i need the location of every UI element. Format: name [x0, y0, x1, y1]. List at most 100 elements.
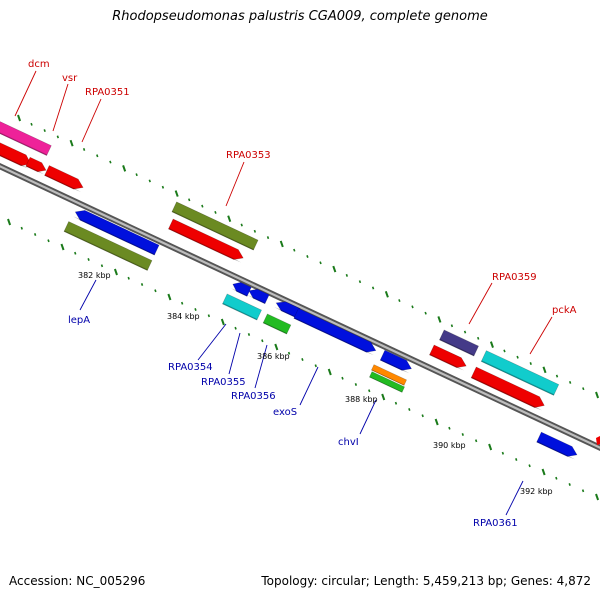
outer-tick [371, 286, 375, 290]
scale-label-392: 392 kbp [520, 487, 553, 496]
feature-small-blue-a [230, 282, 252, 297]
inner-tick [488, 443, 493, 451]
feature-rpa0361-edge [536, 431, 578, 457]
leader-rpa0355 [228, 332, 241, 375]
gene-label-rpa0359[interactable]: RPA0359 [492, 272, 537, 283]
feature-lepa-blue-shade [73, 216, 155, 256]
feature-rpa0361 [536, 431, 578, 460]
inner-tick [354, 383, 358, 386]
inner-tick [7, 218, 12, 226]
feature-chvi-green-body [369, 371, 405, 393]
outer-tick [450, 324, 454, 328]
map-title: Rhodopseudomonas palustris CGA009, compl… [112, 9, 488, 24]
outer-tick [109, 160, 112, 164]
feature-rpa0351-shade [44, 174, 82, 192]
feature-rpa0359-edge [429, 344, 467, 368]
gene-label-rpa0354[interactable]: RPA0354 [168, 362, 213, 373]
leader-rpa0351 [81, 98, 102, 143]
inner-tick [434, 418, 439, 426]
gene-features [0, 118, 600, 460]
outer-tick [411, 305, 414, 309]
feature-pcka-shade [471, 376, 543, 411]
inner-tick [247, 333, 251, 336]
outer-tick [96, 154, 99, 158]
gene-label-rpa0351[interactable]: RPA0351 [85, 87, 130, 98]
inner-tick [368, 389, 371, 393]
feature-rpa0353-olive-body [171, 201, 259, 251]
scale-label-384: 384 kbp [167, 312, 200, 321]
inner-tick [180, 301, 184, 305]
feature-exos [293, 307, 377, 356]
feature-rpa0359-shade [429, 353, 465, 371]
outer-tick [529, 362, 532, 365]
label-leader-lines [14, 70, 553, 516]
feature-rpa0354 [222, 293, 262, 321]
gene-label-rpa0353[interactable]: RPA0353 [226, 150, 271, 161]
feature-rpa0351-edge [44, 165, 84, 190]
outer-tick [43, 129, 46, 133]
feature-exos-edge [293, 307, 377, 353]
inner-tick [568, 483, 571, 486]
inner-tick [394, 401, 398, 405]
inner-tick [234, 326, 237, 330]
leader-rpa0354 [197, 323, 227, 361]
leader-lepa [79, 279, 97, 311]
inner-tick [408, 408, 411, 411]
inner-tick [595, 493, 600, 501]
inner-tick [127, 276, 130, 280]
gene-label-chvi[interactable]: chvI [338, 437, 359, 448]
outer-tick [398, 299, 401, 303]
gene-label-dcm[interactable]: dcm [28, 59, 50, 70]
feature-rpa0353-olive-shade [171, 210, 254, 251]
feature-rpa0353 [168, 218, 244, 263]
feature-rpa0359-purple-body [439, 329, 479, 357]
feature-rpa0354-body [222, 293, 262, 321]
inner-tick [220, 318, 225, 326]
feature-exos-shade [293, 317, 374, 356]
outer-tick [332, 265, 337, 273]
feature-rpa0361-body [536, 432, 578, 457]
inner-tick [60, 243, 65, 251]
inner-tick [274, 343, 279, 351]
inner-tick [515, 458, 518, 461]
genome-backbone [0, 163, 600, 451]
feature-vsr-red-edge [0, 138, 32, 167]
inner-tick [301, 358, 304, 361]
gene-label-rpa0361[interactable]: RPA0361 [473, 518, 518, 529]
gene-label-vsr[interactable]: vsr [62, 73, 78, 84]
inner-tick [207, 314, 211, 318]
outer-tick [148, 179, 151, 183]
outer-tick [384, 290, 389, 298]
outer-tick [542, 366, 547, 374]
inner-tick [461, 433, 464, 436]
outer-tick [555, 374, 559, 378]
feature-pcka-edge [470, 366, 545, 408]
outer-tick [279, 240, 284, 248]
gene-label-lepa[interactable]: lepA [68, 315, 90, 326]
outer-tick [240, 223, 243, 227]
feature-lepa-edge [63, 221, 153, 271]
feature-pcka-cyan [480, 350, 560, 396]
gene-label-rpa0355[interactable]: RPA0355 [201, 377, 246, 388]
gene-label-exos[interactable]: exoS [273, 407, 297, 418]
gene-label-pcka[interactable]: pckA [552, 305, 577, 316]
feature-small-red-body [25, 157, 47, 172]
outer-tick [477, 336, 480, 340]
outer-tick [293, 248, 296, 252]
feature-rpa0361-shade [536, 441, 575, 460]
feature-rpa0355-blue-body [276, 301, 300, 318]
feature-rpa0353-edge [168, 218, 244, 260]
feature-lepa-blue [73, 210, 160, 256]
inner-tick [555, 476, 558, 480]
feature-rpa0354-edge [222, 293, 262, 321]
inner-tick [421, 414, 424, 418]
feature-vsr-red [0, 138, 32, 169]
feature-chvi-orange-edge [371, 364, 407, 386]
inner-tick [74, 251, 77, 255]
feature-dcm [0, 118, 52, 156]
outer-tick [437, 316, 442, 323]
outer-tick [56, 135, 60, 139]
gene-label-rpa0356[interactable]: RPA0356 [231, 391, 276, 402]
feature-vsr-red-body [0, 138, 31, 166]
